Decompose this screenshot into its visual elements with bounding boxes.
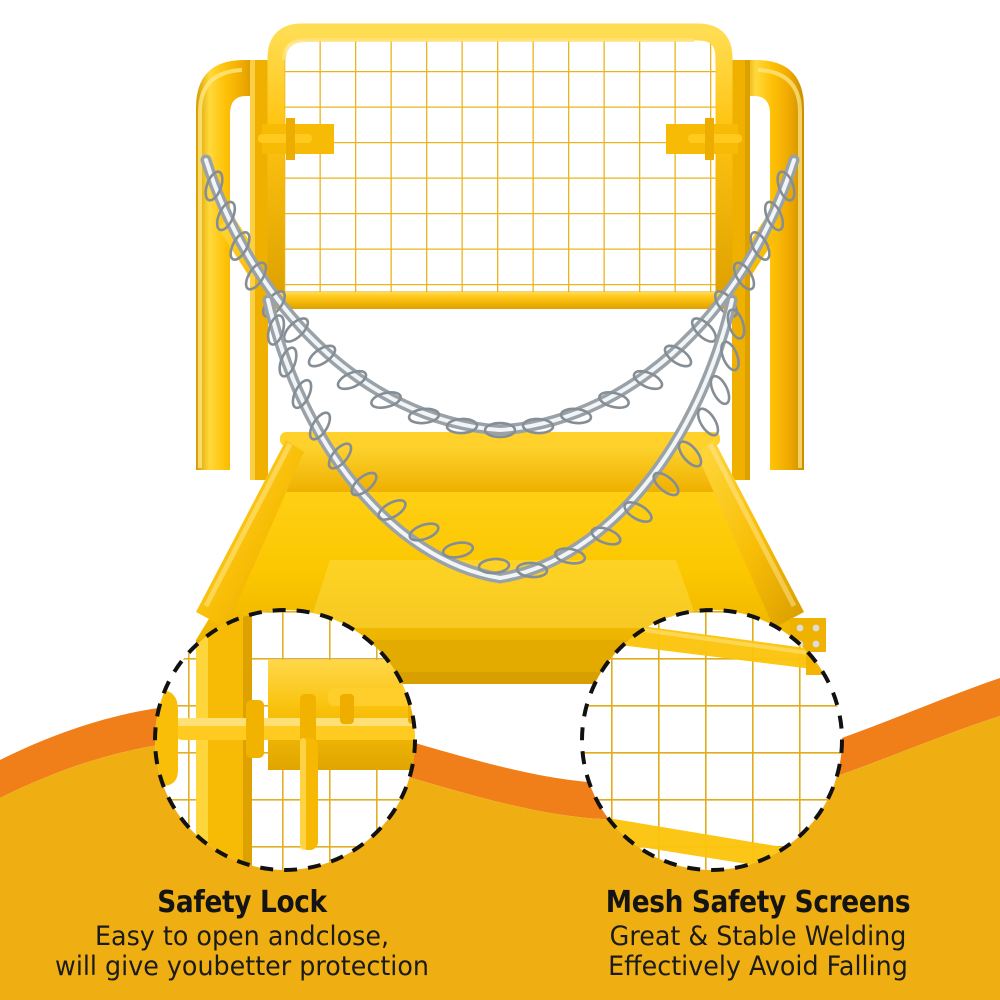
mesh-grid [276, 32, 724, 300]
latch-tab-right [666, 118, 742, 160]
safety-chain-lower [262, 294, 746, 584]
callout-line-safety-lock-2: will give youbetter protection [55, 951, 429, 982]
platform-base [196, 432, 806, 684]
callout-text-mesh-screens: Mesh Safety Screens Great & Stable Weldi… [528, 886, 988, 982]
callout-line-mesh-screens-2: Effectively Avoid Falling [608, 951, 908, 982]
safety-chain-upper [200, 154, 800, 436]
dashed-circle-border-left [153, 608, 417, 872]
chain-upper-links [204, 170, 796, 439]
mesh-screen-detail-content [582, 610, 842, 870]
safety-lock-detail-content [155, 610, 415, 870]
latch-tab-left [258, 118, 334, 160]
callout-title-mesh-screens: Mesh Safety Screens [605, 885, 911, 920]
callout-title-safety-lock: Safety Lock [157, 885, 327, 920]
callout-text-safety-lock: Safety Lock Easy to open andclose, will … [12, 886, 472, 982]
dashed-circle-border-right [580, 608, 844, 872]
callout-line-safety-lock-1: Easy to open andclose, [94, 921, 390, 952]
callout-line-mesh-screens-1: Great & Stable Welding [609, 921, 907, 952]
mesh-back-panel [267, 23, 733, 309]
